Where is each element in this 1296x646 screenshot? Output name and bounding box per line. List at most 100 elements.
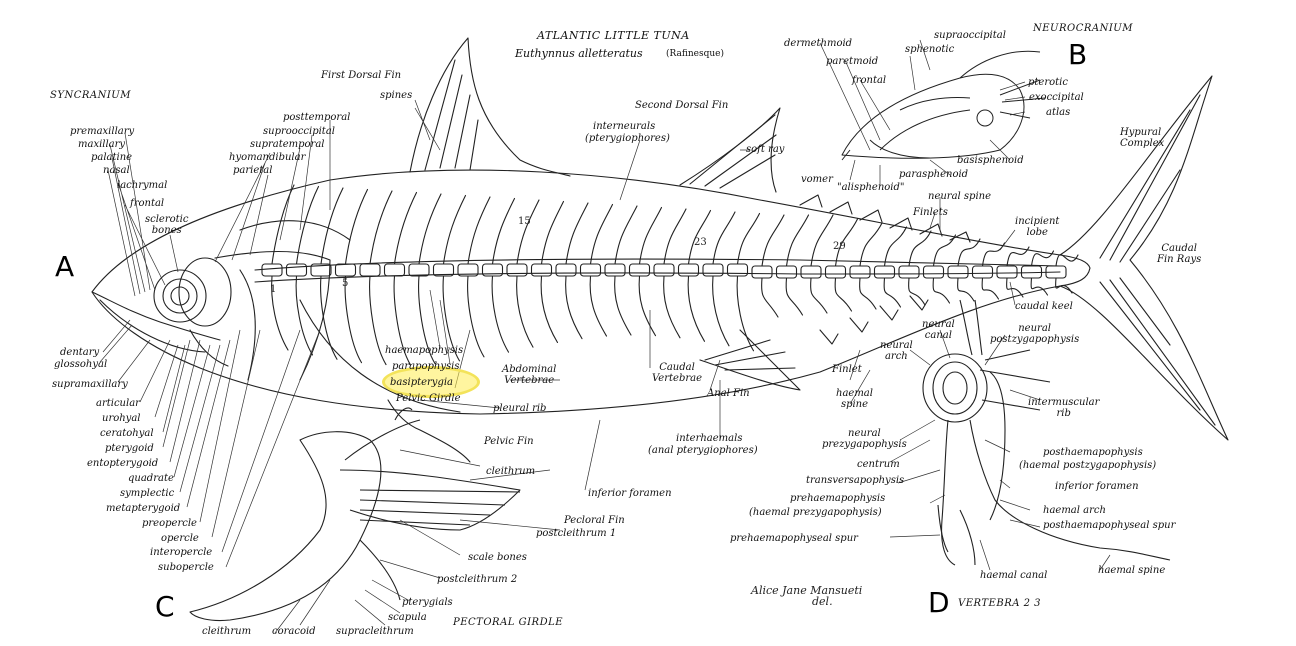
rib — [295, 275, 314, 356]
neural-spine — [442, 194, 467, 265]
neural-spine — [418, 193, 442, 265]
rib — [810, 277, 828, 314]
vertebra-centrum — [506, 263, 528, 277]
neural-spine — [761, 214, 785, 267]
label-transversapophysis: transversapophysis — [806, 475, 905, 486]
vertebra-centrum — [751, 265, 773, 279]
neurocranium-drawing — [841, 50, 1046, 161]
neural-spine — [589, 203, 614, 265]
label-pterotic: pterotic — [1028, 77, 1068, 88]
label-pterygiophores: (pterygiophores) — [585, 133, 670, 144]
neural-spine — [540, 200, 565, 265]
syncranium-heading: SYNCRANIUM — [50, 90, 131, 101]
label-parapophysis: parapophysis — [392, 361, 460, 372]
label-pterygials: pterygials — [402, 597, 453, 608]
label-quadrate: quadrate — [128, 473, 174, 484]
label-neural-prezygapophysis: neural prezygapophysis — [822, 428, 907, 450]
vertebra-centrum — [555, 263, 577, 277]
vertebra-number-1: 1 — [270, 284, 277, 295]
vertebra-centrum — [604, 263, 626, 277]
label-vomer: vomer — [801, 174, 833, 185]
label-hypural-complex: Hypural Complex — [1120, 127, 1165, 149]
label-neural-postzygapophysis: neural postzygapophysis — [990, 323, 1080, 345]
label-alisphenoid: "alisphenoid" — [837, 182, 905, 193]
vertebra-centrum — [996, 265, 1018, 279]
vertebra-centrum — [383, 263, 406, 277]
vertebra-drawing — [922, 299, 1171, 566]
label-nasal: nasal — [103, 165, 130, 176]
vertebra-centrum — [677, 263, 700, 277]
label-ceratohyal: ceratohyal — [100, 428, 154, 439]
neural-spine — [908, 230, 932, 267]
neural-spine — [785, 214, 810, 267]
label-supracleithrum: supracleithrum — [336, 626, 414, 637]
vertebra-centrum — [334, 263, 357, 277]
label-supraoccipital: supraoccipital — [934, 30, 1006, 41]
label-cleithrum-bottom: cleithrum — [202, 626, 252, 637]
label-haemal-prezygapophysis: (haemal prezygapophysis) — [749, 507, 882, 518]
rib — [271, 275, 289, 351]
section-letter-d: D — [928, 586, 950, 619]
species-name: Euthynnus alletteratus — [515, 47, 643, 60]
label-paretmoid: paretmoid — [826, 56, 879, 67]
rib — [344, 275, 363, 364]
label-finlet: Finlet — [832, 364, 862, 375]
vertebra-heading: VERTEBRA 2 3 — [958, 598, 1042, 609]
neural-spine — [295, 185, 320, 265]
label-dentary: dentary — [60, 347, 100, 358]
basipterygia-highlight — [382, 366, 480, 398]
label-parietal: parietal — [233, 165, 273, 176]
label-opercle: opercle — [161, 533, 199, 544]
label-caudal-vertebrae: Caudal Vertebrae — [652, 362, 702, 384]
label-entopterygoid: entopterygoid — [87, 458, 159, 469]
label-sclerotic-bones: sclerotic bones — [145, 214, 189, 236]
rib — [883, 277, 902, 308]
label-finlets: Finlets — [913, 207, 948, 218]
rib — [614, 275, 632, 336]
label-incipient-lobe: incipient lobe — [1015, 216, 1060, 238]
label-scale-bones: scale bones — [468, 552, 527, 563]
label-anal-fin: Anal Fin — [707, 388, 750, 399]
rib — [859, 277, 877, 310]
neural-spine — [1006, 246, 1030, 267]
rib — [712, 275, 730, 347]
label-glossohyal: glossohyal — [54, 359, 108, 370]
label-cleithrum-top: cleithrum — [486, 466, 536, 477]
neural-spine — [859, 222, 883, 267]
label-interopercle: interopercle — [150, 547, 213, 558]
label-basisphenoid: basisphenoid — [957, 155, 1024, 166]
neural-spine — [1030, 250, 1055, 267]
label-haemal-arch: haemal arch — [1043, 505, 1106, 516]
label-metapterygoid: metapterygoid — [106, 503, 181, 514]
figure-title: ATLANTIC LITTLE TUNA — [537, 29, 690, 42]
rib — [589, 275, 608, 337]
artist-signature-del: del. — [812, 595, 833, 608]
vertebra-centrum — [873, 265, 896, 279]
body-outline — [91, 169, 1091, 415]
label-maxillary: maxillary — [78, 139, 126, 150]
label-haemal-spine-left: haemal spine — [836, 388, 873, 410]
label-first-dorsal-fin: First Dorsal Fin — [321, 70, 402, 81]
neural-spine — [736, 212, 761, 265]
artist-signature: Alice Jane Mansueti — [751, 584, 863, 597]
rib — [957, 277, 975, 302]
label-prehaemapophysis: prehaemapophysis — [790, 493, 886, 504]
label-inferior-foramen: inferior foramen — [1055, 481, 1139, 492]
vertebra-centrum — [849, 265, 871, 279]
label-suprooccipital: suprooccipital — [263, 126, 335, 137]
neural-spine — [957, 238, 981, 267]
label-neural-canal: neural canal — [922, 319, 955, 341]
second-dorsal-fin — [679, 107, 781, 193]
neural-spine — [369, 190, 393, 265]
rib — [442, 275, 461, 362]
neural-spines — [271, 184, 1079, 267]
label-pelvic-girdle: Pelvic Girdle — [396, 393, 461, 404]
label-urohyal: urohyal — [102, 413, 141, 424]
label-palatine: palatine — [91, 152, 133, 163]
label-lachrymal: lachrymal — [117, 180, 168, 191]
vertebra-centrum — [408, 263, 430, 277]
label-soft-ray: soft ray — [746, 144, 785, 155]
leader-lines — [99, 39, 1111, 634]
label-parasphenoid: parasphenoid — [899, 169, 969, 180]
neural-spine — [883, 226, 908, 267]
